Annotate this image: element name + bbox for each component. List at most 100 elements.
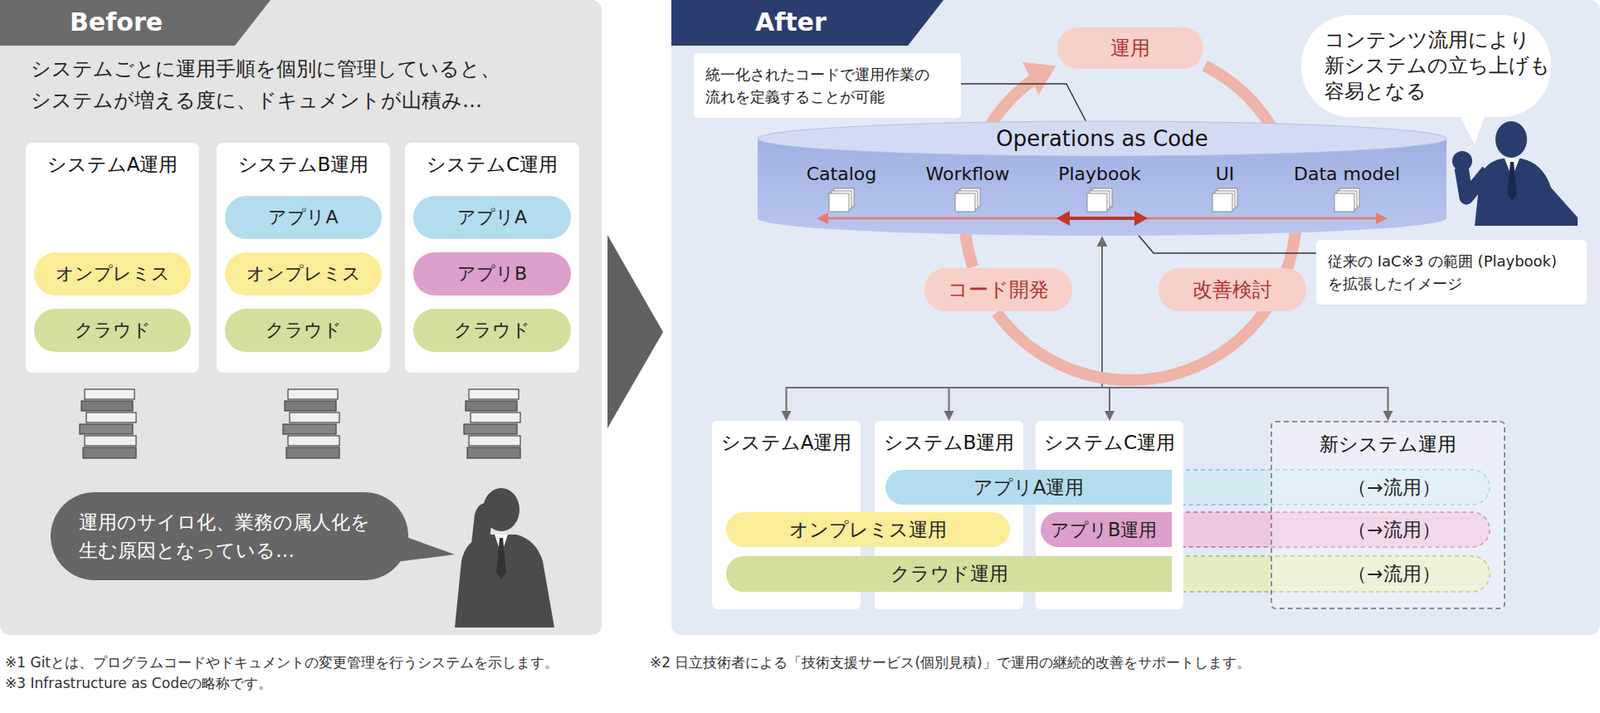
document-icon (1331, 187, 1362, 215)
node-label: After (755, 7, 827, 38)
arrow-head (781, 410, 792, 421)
layer-pill: オンプレミス (224, 252, 382, 296)
node-label: アプリA (268, 204, 338, 230)
layer-pill: オンプレミス (34, 252, 191, 296)
connector (1097, 236, 1115, 421)
arrow-head (816, 212, 829, 225)
arrow-head (1097, 236, 1108, 247)
node-label: Operations as Code (756, 126, 1448, 152)
callout-box: 統一化されたコードで運用作業の 流れを定義することが可能 (693, 53, 961, 118)
node-label: Catalog (806, 163, 878, 186)
document-icon (826, 187, 857, 215)
connector (996, 312, 1264, 381)
document-icon (1209, 187, 1240, 215)
arrow-head (1375, 212, 1388, 225)
layer-pill: クラウド (224, 308, 382, 352)
arrow-head (944, 410, 955, 421)
reuse-band-label: （→流用） (1288, 556, 1500, 592)
node-label: 運用のサイロ化、業務の属人化を 生む原因となっている… (78, 507, 386, 565)
layer-pill: アプリB (413, 252, 571, 296)
operation-band: アプリA運用 (885, 469, 1172, 505)
node-label: システムA運用 (47, 152, 179, 176)
node-label: Workflow (925, 163, 1010, 186)
arrow-head (1097, 236, 1108, 247)
footnote: ※1 Gitとは、プログラムコードやドキュメントの変更管理を行うシステムを示しま… (4, 653, 559, 672)
node-label: Before (69, 7, 163, 38)
node-label: 運用 (1110, 34, 1151, 62)
cycle-arc (996, 312, 1264, 381)
worried-person (454, 487, 555, 628)
reuse-band-label: （→流用） (1288, 512, 1500, 547)
node-label: システムC運用 (1043, 430, 1176, 454)
node-label: 統一化されたコードで運用作業の 流れを定義することが可能 (705, 63, 950, 108)
layer-pill: クラウド (34, 308, 191, 352)
node-label: アプリA運用 (973, 474, 1085, 501)
node-label: 新システム運用 (1319, 432, 1457, 456)
node-label: Playbook (1058, 163, 1142, 186)
code-item: UI (1166, 163, 1283, 215)
transition-chevron (607, 234, 664, 429)
operation-band: オンプレミス運用 (726, 512, 1010, 547)
connector (781, 236, 1108, 421)
document-stack (463, 389, 521, 459)
node-label: システムB運用 (883, 430, 1015, 454)
arrow-head (1022, 62, 1056, 95)
arrow-head (1134, 210, 1148, 226)
node-label: オンプレミス (55, 261, 171, 287)
node-label: 従来の IaC※3 の範囲 (Playbook) を拡張したイメージ (1327, 249, 1576, 295)
callout-box: 従来の IaC※3 の範囲 (Playbook) を拡張したイメージ (1316, 239, 1587, 305)
cycle-step: 改善検討 (1158, 268, 1307, 312)
operation-band: アプリB運用 (1040, 512, 1172, 547)
node-label: コード開発 (947, 276, 1049, 303)
cylinder-top (757, 121, 1447, 157)
cycle-step: 運用 (1057, 27, 1204, 69)
node-label: UI (1215, 163, 1235, 186)
confident-person (1452, 121, 1578, 226)
layer-pill: アプリA (224, 195, 382, 240)
document-stack (282, 389, 340, 459)
arrow-head (1097, 236, 1108, 247)
document-icon (952, 187, 983, 215)
scope-line (823, 217, 1381, 220)
new-system-box: 新システム運用 （→流用） （→流用） （→流用） (1270, 420, 1506, 610)
node-label: クラウド (74, 317, 152, 343)
node-label: クラウド (265, 317, 342, 343)
after-panel: After 統一化されたコードで運用作業の 流れを定義することが可能 運用 Oper… (671, 0, 1600, 635)
code-item: Playbook (1041, 163, 1158, 215)
code-item: Workflow (909, 163, 1026, 215)
iac-scope-line (1065, 216, 1139, 220)
node-label: システムごとに運用手順を個別に管理していると、 システムが増える度に、ドキュメン… (30, 53, 579, 117)
node-label: オンプレミス運用 (789, 517, 947, 543)
arrow-head (1104, 410, 1115, 421)
node-label: 改善検討 (1192, 276, 1273, 303)
system-box: システムC運用アプリA アプリB クラウド (404, 142, 580, 373)
connector (960, 83, 1088, 124)
arrow-head (1383, 410, 1394, 421)
tab-shape (671, 0, 944, 46)
tab-shape (0, 0, 271, 46)
system-box: システムA運用オンプレミスクラウド (25, 142, 200, 373)
arrow-head (1056, 210, 1070, 226)
layer-pill: クラウド (413, 308, 571, 352)
node-label: アプリB (457, 261, 527, 287)
node-label: アプリA (457, 204, 527, 230)
node-label: コンテンツ流用により 新システムの立ち上げも 容易となる (1324, 27, 1551, 105)
reuse-band-label: （→流用） (1288, 469, 1500, 505)
document-icon (1084, 187, 1115, 215)
cycle-step: コード開発 (924, 268, 1073, 312)
node-label: システムA運用 (721, 430, 853, 454)
connector-line (960, 83, 1088, 124)
footnote: ※3 Infrastructure as Codeの略称です。 (4, 673, 273, 693)
code-item: Catalog (783, 163, 900, 215)
node-label: アプリB運用 (1050, 517, 1157, 543)
speech-bubble: 運用のサイロ化、業務の属人化を 生む原因となっている… (50, 492, 409, 581)
arrow-head (1097, 236, 1108, 247)
node-label: （→流用） (1347, 517, 1440, 543)
speech-bubble: コンテンツ流用により 新システムの立ち上げも 容易となる (1301, 14, 1552, 118)
node-label: システムC運用 (426, 152, 558, 176)
code-cylinder: Operations as CodeCatalog Workflow Playboo… (756, 120, 1448, 237)
node-label: （→流用） (1347, 560, 1440, 587)
node-label: Data model (1293, 163, 1400, 186)
operation-band: クラウド運用 (726, 556, 1172, 592)
node-label: システムB運用 (238, 152, 370, 176)
